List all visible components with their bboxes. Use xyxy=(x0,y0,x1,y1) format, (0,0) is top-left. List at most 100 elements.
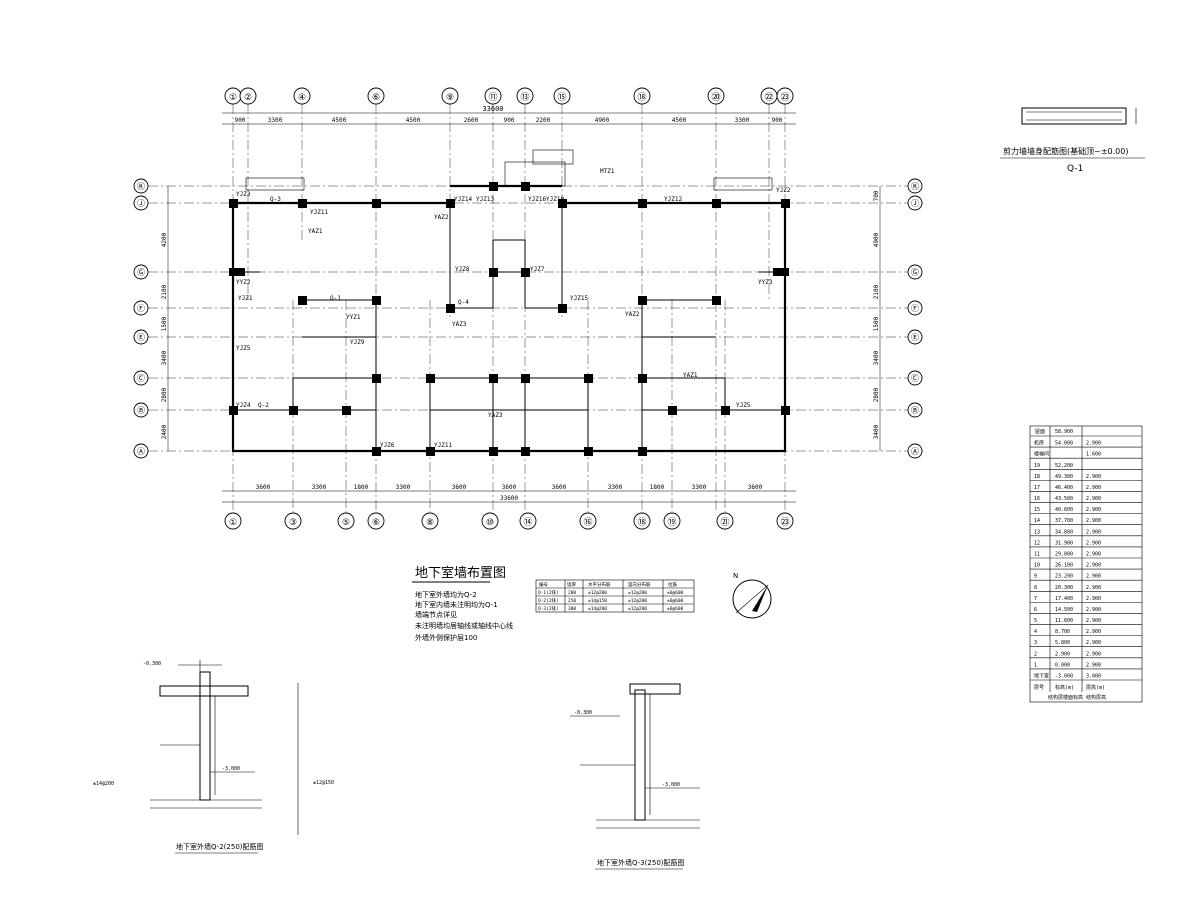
member-label: YJZ13 xyxy=(476,196,494,203)
table-cell: Q-2(2排) xyxy=(538,597,559,604)
storey-cell: 14.500 xyxy=(1055,607,1073,613)
dim-text: 900 xyxy=(235,117,246,124)
dim-text: 3600 xyxy=(256,484,271,491)
row-label: Ⓚ xyxy=(137,182,145,191)
dim-text: 3600 xyxy=(502,484,517,491)
member-label: YYZ3 xyxy=(758,279,773,286)
storey-cell: 11 xyxy=(1034,552,1040,558)
member-label: YJZ11 xyxy=(434,442,452,449)
member-label: YJZ14 xyxy=(454,196,472,203)
table-cell: ±6@600 xyxy=(667,590,684,596)
storey-cell: 2.900 xyxy=(1086,485,1101,491)
storey-cell: 2.900 xyxy=(1086,662,1101,668)
axis-label: ⑲ xyxy=(667,517,676,528)
row-label: Ⓒ xyxy=(911,374,919,383)
row-label: Ⓖ xyxy=(911,268,919,277)
table-cell: ±12@200 xyxy=(588,590,607,596)
dim-text: 3300 xyxy=(396,484,411,491)
dim-text: 4900 xyxy=(873,232,880,247)
storey-cell: 5.800 xyxy=(1055,640,1070,646)
table-header: 拉筋 xyxy=(668,581,677,588)
storey-cell: 23.200 xyxy=(1055,574,1073,580)
table-cell: 200 xyxy=(568,590,576,596)
storey-cell: 2.900 xyxy=(1086,507,1101,513)
q1-caption: 剪力墙墙身配筋图(基础顶~±0.00) xyxy=(1003,146,1128,156)
storey-cell: 2.900 xyxy=(1086,540,1101,546)
member-label: YJZ6 xyxy=(380,442,395,449)
member-label: YAZ2 xyxy=(434,214,449,221)
north-label: N xyxy=(733,572,738,580)
table-cell: ±14@200 xyxy=(588,606,607,612)
elevation-label: -0.300 xyxy=(143,661,161,667)
member-label: YAZ2 xyxy=(625,311,640,318)
row-label: Ⓑ xyxy=(911,406,919,415)
storey-cell: 26.100 xyxy=(1055,563,1073,569)
dim-text: 2100 xyxy=(873,284,880,299)
table-header: 水平分布筋 xyxy=(588,581,611,588)
plan-title-block: 地下室墙布置图 地下室外墙均为Q-2 地下室内墙未注明均为Q-1 墙端节点详见 … xyxy=(412,565,513,642)
dim-text: 4500 xyxy=(672,117,687,124)
table-header: 竖向分布筋 xyxy=(628,581,651,588)
dim-text: 2200 xyxy=(536,117,551,124)
storey-cell: 2.900 xyxy=(1086,574,1101,580)
storey-cell: 18 xyxy=(1034,474,1040,480)
storey-cell: 机房 xyxy=(1034,440,1044,447)
storey-cell: 16 xyxy=(1034,496,1040,502)
storey-cell: 31.900 xyxy=(1055,540,1073,546)
storey-cell: 19 xyxy=(1034,463,1040,469)
axis-label: ② xyxy=(244,93,252,103)
plan-note: 墙端节点详见 xyxy=(415,610,457,619)
rebar-label: ±12@150 xyxy=(313,780,334,786)
storey-cell: 3 xyxy=(1034,640,1037,646)
storey-cell: 12 xyxy=(1034,540,1040,546)
dim-text: 900 xyxy=(772,117,783,124)
storey-cell: 49.300 xyxy=(1055,474,1073,480)
storey-cell: 2.900 xyxy=(1086,552,1101,558)
rebar-label: ±14@200 xyxy=(93,781,114,787)
member-label: YYZ1 xyxy=(346,314,361,321)
dim-text: 2800 xyxy=(873,387,880,402)
storey-cell: 15 xyxy=(1034,507,1040,513)
storey-cell: 13 xyxy=(1034,529,1040,535)
dim-text: 1800 xyxy=(354,484,369,491)
table-cell: ±6@600 xyxy=(667,606,684,612)
row-label: Ⓕ xyxy=(911,304,919,313)
top-axis-bubbles: ① ② ④ ⑥ ⑨ ⑪ ⑬ ⑮ ⑱ ⑳ ㉒ ㉓ xyxy=(224,87,794,105)
axis-label: ㉓ xyxy=(780,517,789,528)
q2-wall-section: -0.300 -3.000 ±14@200 ±12@150 地下室外墙Q-2(2… xyxy=(93,660,334,854)
plan-note: 外墙外侧保护层100 xyxy=(415,633,477,642)
axis-label: ⑱ xyxy=(637,517,646,528)
dim-text: 4500 xyxy=(406,117,421,124)
side-dimensions: 4200 2100 1500 3400 2800 2400 700 4900 2… xyxy=(161,186,881,451)
storey-cell: 屋面 xyxy=(1035,429,1045,435)
row-label: Ⓚ xyxy=(911,182,919,191)
storey-cell: 58.900 xyxy=(1055,429,1073,435)
row-label: Ⓐ xyxy=(911,447,919,456)
storey-cell: 17.400 xyxy=(1055,596,1073,602)
table-cell: Q-3(2排) xyxy=(538,605,559,612)
dim-text: 4900 xyxy=(595,117,610,124)
dim-text: 1500 xyxy=(873,316,880,331)
dim-text: 3300 xyxy=(608,484,623,491)
dim-text: 3300 xyxy=(312,484,327,491)
axis-label: ⑥ xyxy=(372,93,380,103)
member-label: YYZ2 xyxy=(236,279,251,286)
plan-note: 未注明墙均居轴线或轴线中心线 xyxy=(415,621,513,630)
row-label: Ⓑ xyxy=(137,406,145,415)
member-label: YJZ7 xyxy=(530,266,545,273)
dim-total-bottom: 33600 xyxy=(500,495,518,502)
axis-label: ⑧ xyxy=(426,518,434,528)
storey-cell: 1 xyxy=(1034,662,1037,668)
member-label: Q-4 xyxy=(458,299,469,306)
member-label: YJZ10 xyxy=(546,196,564,203)
storey-footer-cell: 层高(m) xyxy=(1086,684,1105,691)
storey-cell: 2.900 xyxy=(1086,640,1101,646)
axis-label: ㉒ xyxy=(764,92,773,103)
storey-cell: 地下室 xyxy=(1034,673,1049,680)
storey-cell: 37.700 xyxy=(1055,518,1073,524)
storey-cell: 3.000 xyxy=(1086,674,1101,680)
storey-cell: 17 xyxy=(1034,485,1040,491)
storey-cell: 11.600 xyxy=(1055,618,1073,624)
dim-text: 900 xyxy=(504,117,515,124)
